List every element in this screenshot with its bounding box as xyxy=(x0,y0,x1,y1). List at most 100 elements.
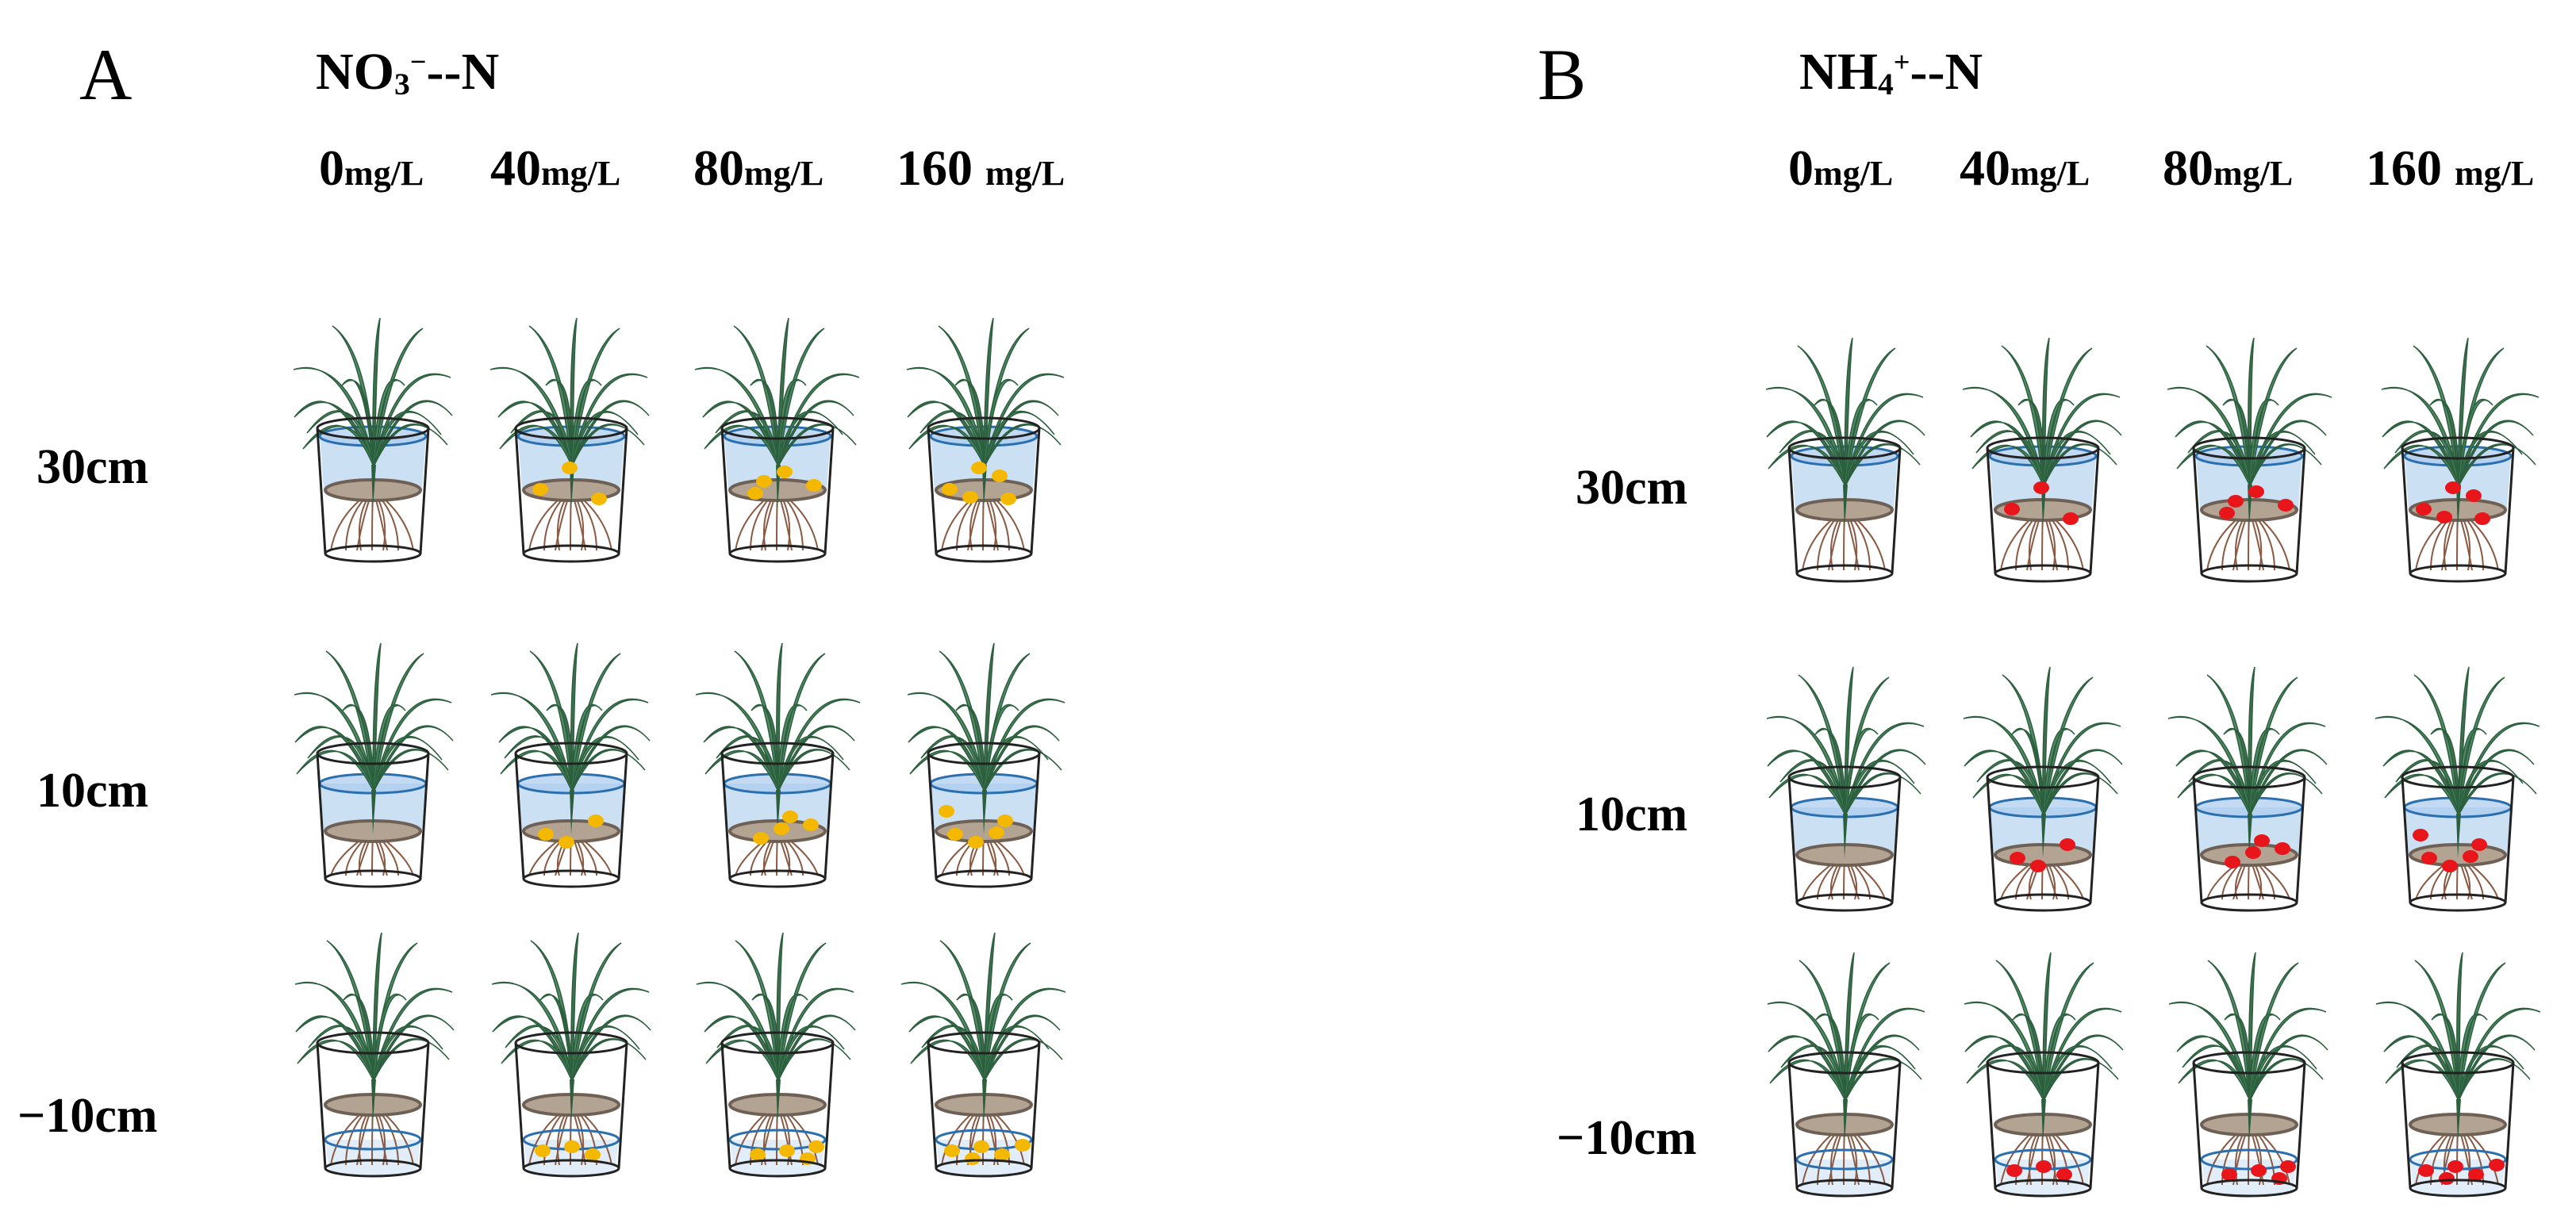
nitrogen-particle xyxy=(2221,1168,2237,1181)
nitrogen-particle xyxy=(591,493,607,505)
concentration-unit: mg/L xyxy=(344,154,424,193)
nitrogen-particle xyxy=(2004,503,2020,516)
nitrogen-particle xyxy=(2060,838,2075,851)
potted-plant xyxy=(1765,297,1924,591)
depth-label-30cm: 30cm xyxy=(36,443,148,492)
potted-plant xyxy=(294,278,452,571)
nitrogen-particle xyxy=(989,826,1004,839)
potted-plant xyxy=(492,892,651,1186)
concentration-value: 80 xyxy=(693,140,744,196)
nitrogen-particle xyxy=(997,814,1013,827)
concentration-unit: mg/L xyxy=(2010,154,2090,193)
nitrogen-particle xyxy=(962,491,978,504)
nitrogen-particle xyxy=(2225,856,2240,868)
nitrogen-particle xyxy=(2436,511,2452,523)
title-superscript: − xyxy=(410,46,427,78)
concentration-value: 80 xyxy=(2163,140,2213,196)
nitrogen-particle xyxy=(535,1144,551,1157)
potted-plant xyxy=(1765,627,1924,920)
concentration-label-40: 40mg/L xyxy=(1960,143,2090,194)
nitrogen-particle xyxy=(750,1148,766,1161)
nitrogen-particle xyxy=(965,1152,981,1165)
nitrogen-particle xyxy=(947,828,963,841)
concentration-label-40: 40mg/L xyxy=(490,143,620,194)
potted-plant xyxy=(2378,912,2537,1205)
potted-plant xyxy=(698,278,857,571)
concentration-unit: mg/L xyxy=(2213,154,2293,193)
depth-label-minus-10cm: −10cm xyxy=(17,1091,158,1140)
concentration-value: 40 xyxy=(1960,140,2010,196)
panel-letter: B xyxy=(1538,38,1586,111)
nitrogen-particle xyxy=(1015,1139,1031,1152)
plant xyxy=(1964,952,2123,1144)
nitrogen-particle xyxy=(585,1148,601,1161)
nitrogen-particle xyxy=(806,479,822,492)
title-suffix: --N xyxy=(426,43,499,101)
nitrogen-particle xyxy=(2471,838,2487,851)
plant xyxy=(2375,667,2540,858)
concentration-label-160: 160mg/L xyxy=(2366,143,2534,194)
concentration-unit: mg/L xyxy=(541,154,620,193)
nitrogen-particle xyxy=(2418,1164,2434,1177)
nitrogen-form-title: NH4+--N xyxy=(1799,46,1983,101)
plant xyxy=(1964,667,2122,858)
nitrogen-particle xyxy=(564,1140,580,1153)
nitrogen-particle xyxy=(2474,512,2490,525)
concentration-value: 0 xyxy=(319,140,344,196)
plant xyxy=(696,643,860,834)
nitrogen-particle xyxy=(588,814,604,827)
nitrogen-particle xyxy=(747,487,763,500)
nitrogen-particle xyxy=(2278,499,2294,512)
potted-plant xyxy=(2170,912,2328,1205)
nitrogen-particle xyxy=(562,462,578,474)
nitrogen-particle xyxy=(2421,852,2437,864)
nitrogen-particle xyxy=(2439,1172,2455,1185)
nitrogen-particle xyxy=(2413,829,2428,841)
plant xyxy=(1767,667,1925,858)
potted-plant xyxy=(1964,912,2122,1205)
nitrogen-particle xyxy=(2251,1164,2267,1177)
nitrogen-particle xyxy=(994,1148,1010,1161)
plant xyxy=(295,933,454,1124)
potted-plant xyxy=(904,603,1063,896)
title-suffix: --N xyxy=(1910,43,1983,101)
panel-letter: A xyxy=(79,38,132,111)
nitrogen-particle xyxy=(2280,1160,2296,1173)
plant xyxy=(2167,338,2332,529)
plant xyxy=(1963,338,2121,529)
potted-plant xyxy=(294,892,452,1186)
nitrogen-particle xyxy=(2033,481,2049,494)
potted-plant xyxy=(492,603,651,896)
nitrogen-particle xyxy=(2489,1159,2505,1171)
nitrogen-particle xyxy=(2030,860,2046,872)
nitrogen-particle xyxy=(942,483,958,496)
leaf xyxy=(1768,1002,1846,1100)
concentration-label-80: 80mg/L xyxy=(693,143,823,194)
depth-label-30cm: 30cm xyxy=(1576,463,1687,512)
nitrogen-particle xyxy=(2219,507,2235,519)
title-subscript: 3 xyxy=(394,67,410,102)
title-base: NO xyxy=(316,43,394,101)
concentration-unit: mg/L xyxy=(2455,154,2534,193)
nitrogen-particle xyxy=(2466,489,2482,502)
plant xyxy=(1766,338,1925,529)
nitrogen-particle xyxy=(2063,512,2079,525)
nitrogen-particle xyxy=(2010,852,2025,864)
nitrogen-particle xyxy=(1000,493,1016,505)
nitrogen-particle xyxy=(2442,860,2458,872)
leaf xyxy=(1964,1002,2044,1100)
plant xyxy=(294,643,453,834)
nitrogen-particle xyxy=(968,836,984,849)
potted-plant xyxy=(294,603,452,896)
concentration-label-0: 0mg/L xyxy=(319,143,424,194)
nitrogen-particle xyxy=(939,805,954,818)
nitrogen-particle xyxy=(777,466,793,478)
nitrogen-particle xyxy=(532,483,548,496)
nitrogen-particle xyxy=(808,1140,824,1153)
plant xyxy=(2376,952,2540,1144)
nitrogen-particle xyxy=(782,811,798,823)
nitrogen-particle xyxy=(944,1144,960,1157)
nitrogen-particle xyxy=(756,475,772,488)
nitrogen-particle xyxy=(2036,1160,2052,1173)
nitrogen-form-title: NO3−--N xyxy=(316,46,499,101)
